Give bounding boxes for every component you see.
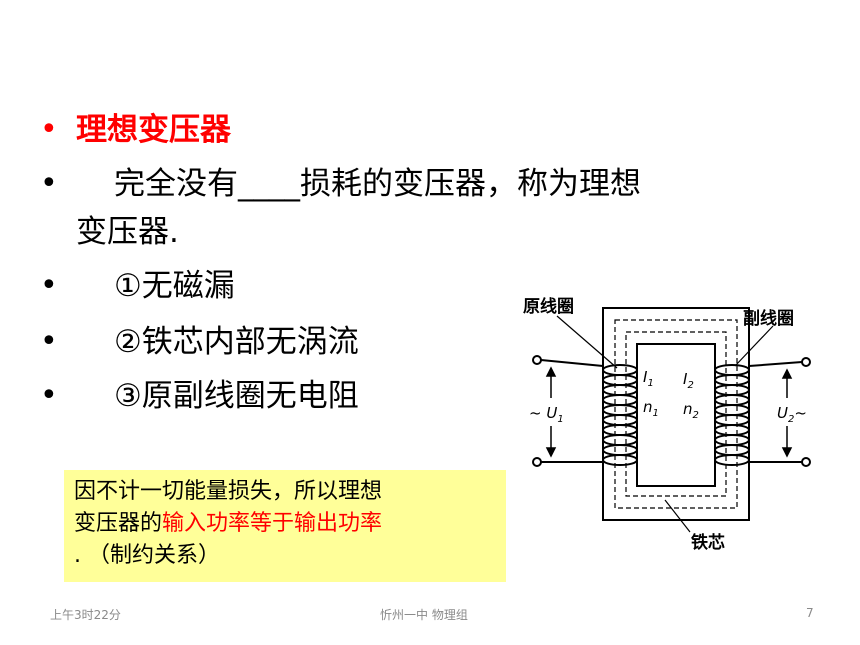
primary-coil-label: 原线圈 [523,296,574,317]
footer-time: 上午3时22分 [50,608,121,622]
core-outer [602,307,750,521]
condition-3: ③原副线圈无电阻 [114,378,359,414]
note-line-2-prefix: 变压器的 [74,511,163,536]
turns-n2-label: n2 [683,400,699,421]
note-line-3: . （制约关系） [74,543,220,568]
voltage-arrow-u1 [545,366,557,458]
secondary-coil [714,364,750,466]
definition-text-cont: 变压器. [76,214,179,250]
footer-page-number: 7 [806,606,814,620]
bullet-dot: • [40,324,58,359]
footer-org: 忻州一中 物理组 [380,608,468,622]
primary-wires [540,359,604,463]
note-line-1: 因不计一切能量损失，所以理想 [74,479,383,504]
terminal [532,457,542,467]
note-box: 因不计一切能量损失，所以理想 变压器的输入功率等于输出功率 . （制约关系） [64,470,506,582]
core-inner [636,343,716,487]
condition-1: ①无磁漏 [114,268,235,304]
voltage-u1-label: ~ U1 [529,404,564,425]
bullet-dot: • [40,268,58,303]
note-highlight: 输入功率等于输出功率 [162,511,383,536]
turns-n1-label: n1 [643,398,659,419]
terminal [801,457,811,467]
bullet-dot: • [40,112,58,147]
secondary-coil-label: 副线圈 [743,308,794,329]
note-line-2: 变压器的输入功率等于输出功率 [74,508,496,540]
primary-coil [602,364,638,466]
flux-line [625,331,727,497]
terminal [801,357,811,367]
terminal [532,355,542,365]
current-i1-label: I1 [643,368,654,389]
core-label: 铁芯 [691,532,725,553]
definition-text: 完全没有____损耗的变压器，称为理想 [114,166,641,202]
slide-title: 理想变压器 [76,112,231,148]
bullet-dot: • [40,166,58,201]
transformer-diagram: 原线圈 副线圈 铁芯 I1 n1 I2 n2 ~ U1 U2~ [523,296,811,553]
voltage-arrow-u2 [781,368,793,458]
voltage-u2-label: U2~ [777,404,807,425]
secondary-wires [748,361,803,463]
bullet-dot: • [40,378,58,413]
condition-2: ②铁芯内部无涡流 [114,324,359,360]
current-i2-label: I2 [683,370,694,391]
leader-lines [556,315,774,533]
